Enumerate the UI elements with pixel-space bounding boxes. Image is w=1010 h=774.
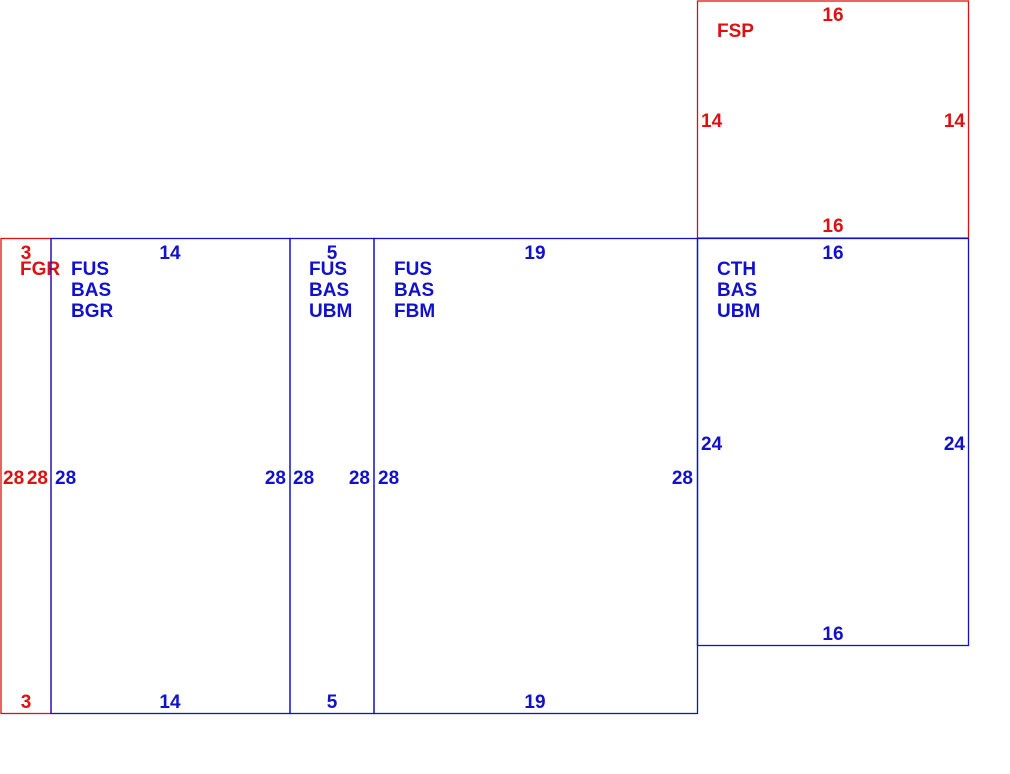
panel-fus-bas-ubm-code-2: BAS [309,280,349,301]
panel-fsp-right-dimension: 14 [944,111,966,132]
panel-fsp-bottom-dimension: 16 [822,216,843,237]
panel-fus-bas-fbm-right-dimension: 28 [672,468,693,489]
panel-fus-bas-ubm-left-dimension: 28 [293,468,314,489]
panel-fgr-bottom-dimension: 3 [21,692,32,713]
panel-fus-bas-bgr-top-dimension: 14 [159,243,181,264]
panel-fus-bas-bgr: FUS BAS BGR 14 14 28 28 [50,237,291,715]
panel-fgr-code-1: FGR [20,259,60,280]
panel-fgr: FGR 3 3 28 28 [0,237,60,715]
panel-fus-bas-bgr-bottom-dimension: 14 [159,692,181,713]
panel-fus-bas-fbm-code-1: FUS [394,259,432,280]
panel-fsp-code-1: FSP [717,21,754,42]
panel-fus-bas-ubm-bottom-dimension: 5 [327,692,338,713]
panel-fus-bas-fbm-top-dimension: 19 [524,243,545,264]
panel-cth-bas-ubm-code-1: CTH [717,259,756,280]
panel-fus-bas-bgr-left-dimension: 28 [55,468,76,489]
panel-fus-bas-fbm-code-2: BAS [394,280,434,301]
panel-fus-bas-fbm-code-3: FBM [394,301,435,322]
panel-fus-bas-ubm-code-1: FUS [309,259,347,280]
panel-fus-bas-fbm-bottom-dimension: 19 [524,692,545,713]
panel-fus-bas-bgr-right-dimension: 28 [265,468,286,489]
panel-cth-bas-ubm-outline [696,237,970,647]
panel-fus-bas-fbm: FUS BAS FBM 19 19 28 28 [373,237,699,715]
panel-fsp-left-dimension: 14 [701,111,723,132]
panel-fus-bas-ubm-code-3: UBM [309,301,352,322]
panel-fsp: FSP 16 16 14 14 [696,0,970,239]
panel-fgr-right-dimension: 28 [27,468,48,489]
panel-fgr-left-dimension: 28 [3,468,24,489]
panel-fus-bas-bgr-code-3: BGR [71,301,114,322]
panel-cth-bas-ubm-code-2: BAS [717,280,757,301]
panel-fus-bas-bgr-code-1: FUS [71,259,109,280]
panel-fus-bas-ubm-top-dimension: 5 [327,243,338,264]
panel-cth-bas-ubm-bottom-dimension: 16 [822,624,843,645]
panel-fus-bas-ubm-right-dimension: 28 [349,468,370,489]
panel-cth-bas-ubm-top-dimension: 16 [822,243,843,264]
panel-fus-bas-fbm-left-dimension: 28 [378,468,399,489]
panel-fus-bas-ubm: FUS BAS UBM 5 5 28 28 [289,237,375,715]
panel-cth-bas-ubm-left-dimension: 24 [701,434,723,455]
panel-fgr-top-dimension: 3 [21,243,32,264]
panel-cth-bas-ubm: CTH BAS UBM 16 16 24 24 [696,237,970,647]
panel-cth-bas-ubm-right-dimension: 24 [944,434,966,455]
panel-fus-bas-bgr-code-2: BAS [71,280,111,301]
panel-cth-bas-ubm-code-3: UBM [717,301,760,322]
panel-fsp-top-dimension: 16 [822,5,843,26]
